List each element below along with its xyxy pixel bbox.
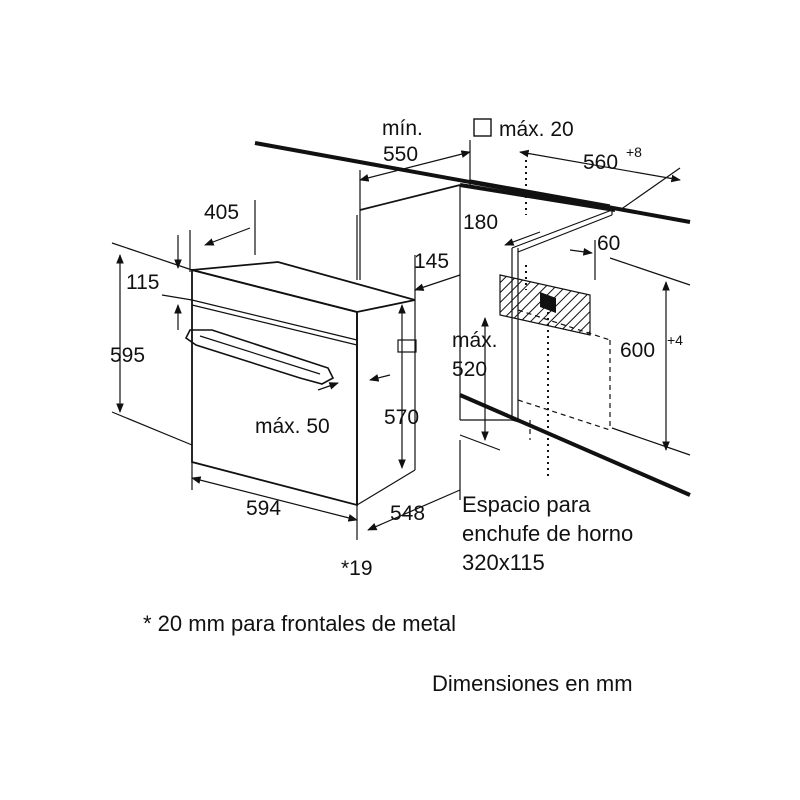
- label-570: 570: [384, 406, 419, 429]
- socket-note-line1: Espacio para: [462, 492, 591, 517]
- label-560-sup: +8: [626, 144, 642, 160]
- label-max: máx.: [452, 329, 498, 352]
- metal-front-note: * 20 mm para frontales de metal: [143, 611, 456, 636]
- label-max50: máx. 50: [255, 415, 330, 438]
- socket-note-line2: enchufe de horno: [462, 521, 633, 546]
- label-60: 60: [597, 232, 620, 255]
- units-note: Dimensiones en mm: [432, 671, 633, 696]
- oven: [184, 261, 417, 507]
- label-550: 550: [383, 143, 418, 166]
- notes: Espacio para enchufe de horno 320x115 * …: [143, 492, 633, 696]
- countertop: [254, 141, 691, 497]
- label-600-sup: +4: [667, 332, 683, 348]
- label-145: 145: [414, 250, 449, 273]
- label-520: 520: [452, 358, 487, 381]
- label-180: 180: [463, 211, 498, 234]
- socket-note-line3: 320x115: [462, 550, 545, 575]
- label-max20: máx. 20: [499, 118, 574, 141]
- oven-handle: [184, 329, 335, 385]
- dimension-lines: [111, 140, 691, 540]
- label-600: 600: [620, 339, 655, 362]
- label-115: 115: [126, 271, 159, 294]
- square-icon: [473, 118, 492, 137]
- label-594: 594: [246, 497, 281, 520]
- label-560: 560: [583, 151, 618, 174]
- socket-area: [499, 160, 591, 480]
- label-548: 548: [390, 502, 425, 525]
- dimension-labels: mín. 550 máx. 20 560 +8 405 180 60 145 1…: [110, 117, 683, 580]
- label-405: 405: [204, 201, 239, 224]
- label-595: 595: [110, 344, 145, 367]
- label-min: mín.: [382, 117, 423, 140]
- label-19: *19: [341, 557, 373, 580]
